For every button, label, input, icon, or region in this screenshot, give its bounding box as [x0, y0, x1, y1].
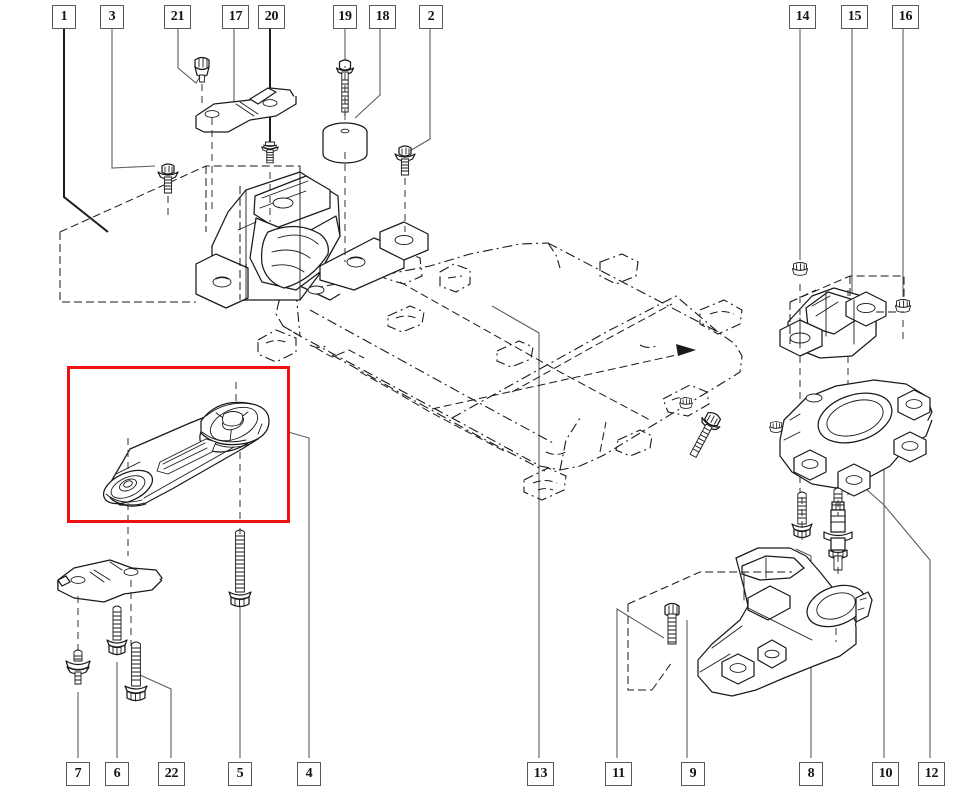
callout-4[interactable]: 4: [297, 762, 321, 786]
callout-17[interactable]: 17: [222, 5, 249, 29]
centrelines-torque-rod: [127, 382, 241, 556]
part-hex-bolt-upper: [261, 141, 279, 164]
callout-13[interactable]: 13: [527, 762, 554, 786]
construction-lines-left: [59, 165, 301, 303]
callout-8[interactable]: 8: [799, 762, 823, 786]
callout-1[interactable]: 1: [52, 5, 76, 29]
part-small-nut-right2: [769, 421, 783, 433]
callout-22[interactable]: 22: [158, 762, 185, 786]
callout-18[interactable]: 18: [369, 5, 396, 29]
part-centre-long-bolt: [689, 411, 722, 458]
part-flange-bolt-right: [394, 145, 416, 176]
part-stud-nut-small: [194, 56, 210, 83]
callout-14[interactable]: 14: [789, 5, 816, 29]
part-torque-rod-tie-bar: [102, 401, 270, 507]
part-flange-bolt-left: [157, 163, 179, 194]
centrelines-lower-left: [77, 528, 241, 656]
callout-16[interactable]: 16: [892, 5, 919, 29]
callout-9[interactable]: 9: [681, 762, 705, 786]
construction-lines-lower-right: [627, 492, 839, 691]
part-small-nut-right: [679, 397, 693, 409]
leader-lines-top: [63, 29, 904, 311]
callout-10[interactable]: 10: [872, 762, 899, 786]
callout-15[interactable]: 15: [841, 5, 868, 29]
part-nut-upper-right: [894, 299, 912, 313]
callout-21[interactable]: 21: [164, 5, 191, 29]
centrelines-top: [167, 66, 406, 262]
callout-6[interactable]: 6: [105, 762, 129, 786]
callout-19[interactable]: 19: [333, 5, 357, 29]
callout-11[interactable]: 11: [605, 762, 632, 786]
part-long-threaded-bolt-lower: [124, 641, 148, 702]
callout-12[interactable]: 12: [918, 762, 945, 786]
part-stepped-stud-pin: [823, 487, 853, 571]
callout-7[interactable]: 7: [66, 762, 90, 786]
part-short-threaded-bolt: [106, 605, 128, 656]
part-long-threaded-bolt: [228, 529, 252, 608]
part-gearbox-support-arm: [779, 379, 933, 497]
part-small-hex-bolt: [664, 602, 680, 645]
callout-3[interactable]: 3: [100, 5, 124, 29]
part-gearbox-mount-bracket: [697, 547, 873, 697]
part-front-subframe-cradle: [257, 242, 743, 501]
part-retainer-clip-plate: [195, 87, 297, 133]
part-lower-left-bracket: [57, 559, 163, 603]
callout-5[interactable]: 5: [228, 762, 252, 786]
callout-20[interactable]: 20: [258, 5, 285, 29]
part-left-engine-mount-bracket: [195, 171, 429, 309]
callout-2[interactable]: 2: [419, 5, 443, 29]
part-nut-upper-left: [791, 262, 809, 276]
part-right-engine-mount: [779, 287, 887, 359]
part-plastic-rivet-clip: [65, 649, 91, 685]
part-rubber-bump-stop: [322, 122, 368, 164]
